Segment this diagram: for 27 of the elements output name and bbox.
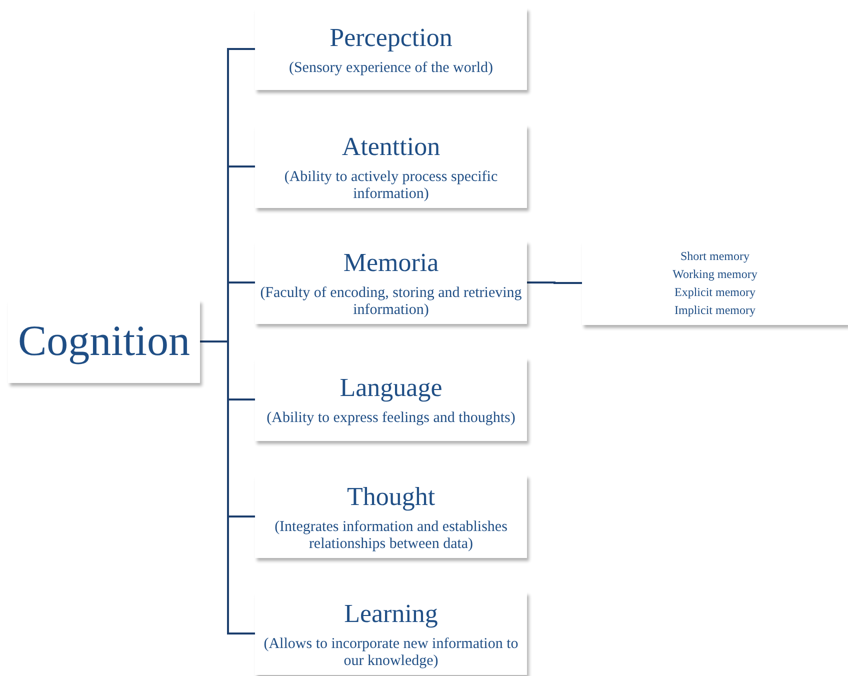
concept-box	[255, 241, 527, 324]
concept-box	[255, 125, 527, 208]
concept-description: (Ability to express feelings and thoughts)	[266, 410, 516, 427]
list-item: Implicit memory	[674, 302, 756, 319]
concept-description: (Faculty of encoding, storing and retrieving information)	[259, 284, 523, 318]
concept-title: Learning	[344, 598, 438, 630]
concept-description: (Integrates information and establishes relationships between data)	[274, 518, 508, 552]
concept-title: Cognition	[18, 320, 190, 363]
concept-title: Percepction	[330, 22, 452, 54]
concept-box	[8, 300, 200, 383]
concept-box	[255, 358, 527, 441]
connector-line	[200, 340, 255, 634]
concept-title: Thought	[346, 480, 436, 512]
list-item: Working memory	[672, 266, 758, 283]
concept-box	[582, 241, 848, 325]
connector-line	[527, 282, 582, 284]
concept-title: Memoria	[343, 246, 439, 278]
concept-title: Language	[340, 372, 442, 404]
concept-description: (Ability to actively process specific information)	[283, 168, 499, 202]
concept-description: (Allows to incorporate new information to our knowledge)	[262, 636, 520, 670]
concept-box	[255, 475, 527, 558]
concept-box	[255, 592, 527, 675]
concept-description: (Sensory experience of the world)	[288, 60, 494, 76]
list-item: Explicit memory	[674, 284, 756, 301]
concept-title: Atenttion	[342, 130, 440, 162]
list-item: Short memory	[680, 248, 750, 265]
concept-box	[255, 8, 527, 90]
